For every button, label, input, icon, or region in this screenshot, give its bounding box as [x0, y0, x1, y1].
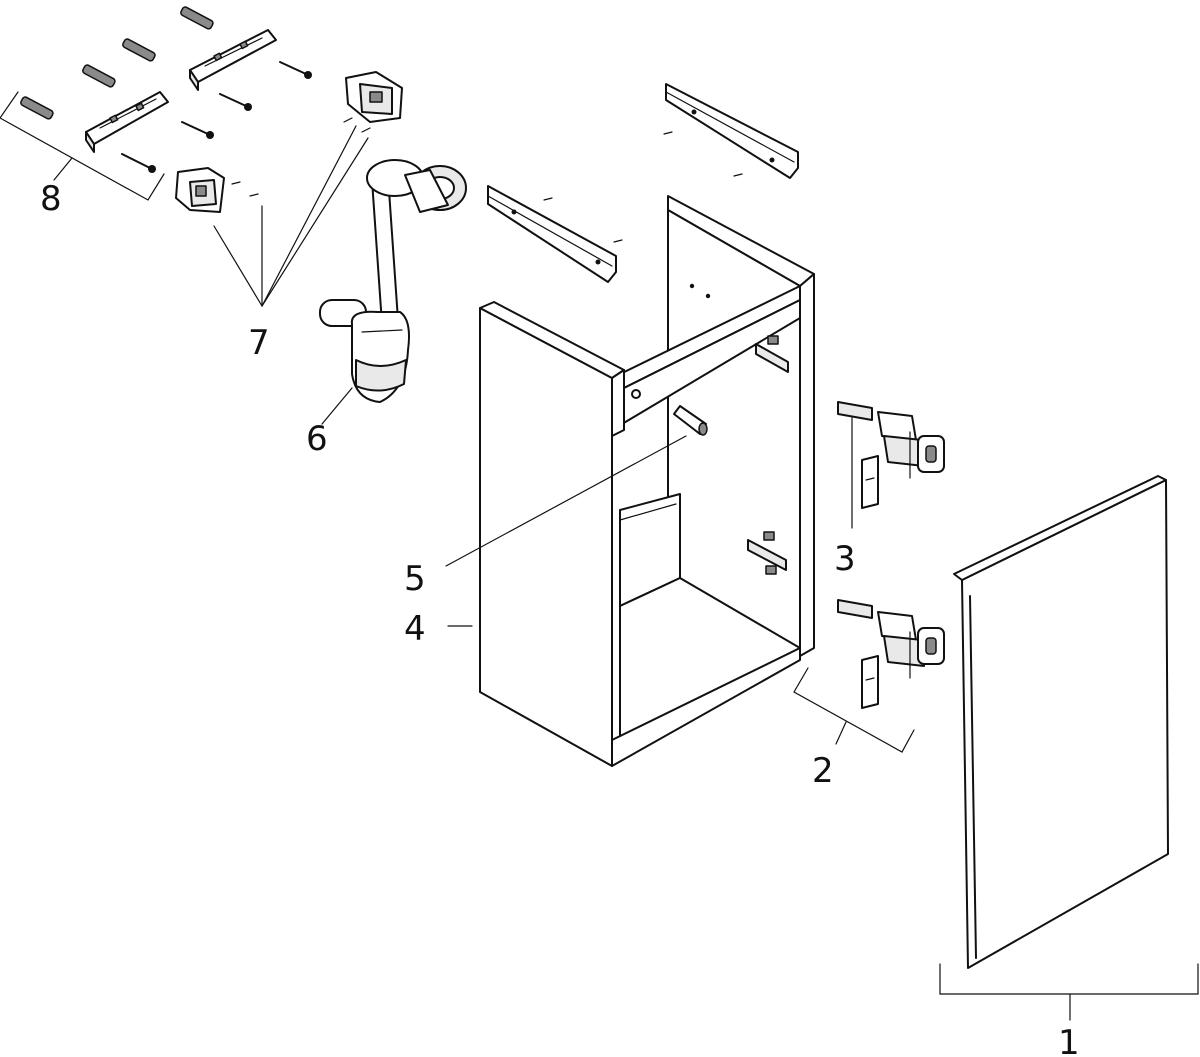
- wall-screws: [121, 61, 312, 173]
- callout-7: 7: [248, 323, 270, 363]
- rail-left: [487, 185, 623, 283]
- part-6-siphon: 6: [306, 159, 467, 459]
- hinge-lower: [837, 599, 945, 709]
- part-7-fixing-clips: 7: [175, 71, 403, 363]
- clip-right: [343, 71, 403, 133]
- callout-2-bracket: [793, 667, 915, 753]
- wall-bracket-upper: [189, 29, 277, 91]
- wall-bracket-lower: [85, 91, 169, 153]
- part-3-hinge-spacers: 3: [834, 401, 879, 579]
- callout-5: 5: [404, 559, 426, 599]
- top-mounting-rails: [487, 83, 799, 283]
- callout-1-bracket: [939, 963, 1199, 995]
- part-5-shelf-pin: 5: [404, 405, 708, 599]
- rail-right: [663, 83, 799, 179]
- callout-6: 6: [306, 419, 328, 459]
- callout-3: 3: [834, 539, 856, 579]
- part-8-wall-fixing-kit: 8: [0, 6, 312, 219]
- part-4-cabinet-body: 4: [404, 195, 815, 767]
- callout-8-bracket: [0, 91, 165, 201]
- part-2-hinges: 2: [793, 411, 945, 791]
- hinge-plates: [747, 335, 789, 575]
- wall-dowels: [20, 6, 214, 120]
- part-1-door: 1: [939, 475, 1199, 1057]
- callout-2: 2: [812, 751, 834, 791]
- callout-8: 8: [40, 179, 62, 219]
- callout-1: 1: [1058, 1023, 1080, 1057]
- hinge-upper: [877, 411, 945, 479]
- clip-left: [175, 167, 259, 213]
- callout-4: 4: [404, 609, 426, 649]
